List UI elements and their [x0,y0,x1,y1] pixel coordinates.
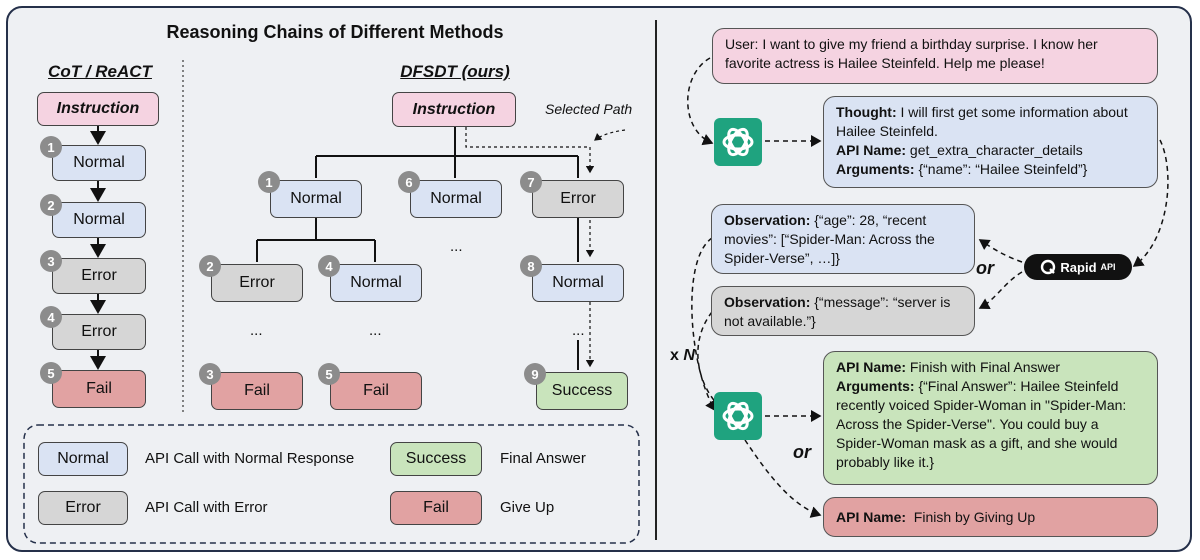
figure-title: Reasoning Chains of Different Methods [166,22,504,42]
api-name-value: get_extra_character_details [906,142,1083,158]
arguments-value: {“name”: “Hailee Steinfeld”} [914,161,1088,177]
node-label: Error [239,274,275,291]
repeat-n: N [683,347,695,364]
observation-value: {“age”: 28, “recent movies”: [“Spider-Ma… [724,212,935,266]
cot-node-1: Normal [52,145,146,181]
step-badge: 5 [40,362,62,384]
api-name-key: API Name: [836,142,907,158]
legend-error-text: API Call with Error [145,499,268,516]
legend-error-box: Error [38,491,128,525]
dfsdt-node-1: Normal [270,180,362,218]
cot-node-2: Normal [52,202,146,238]
selected-path-label: Selected Path [545,101,633,117]
arguments-key: Arguments: [836,161,915,177]
legend-success-text: Final Answer [500,450,586,467]
step-badge: 5 [318,363,340,385]
step-badge: 4 [40,306,62,328]
openai-icon [714,392,762,440]
cot-heading: CoT / ReACT [48,62,152,81]
step-badge: 9 [524,363,546,385]
step-badge: 2 [199,255,221,277]
observation-error-card: Observation: {“message”: “server is not … [711,286,975,336]
api-name-key: API Name: [836,359,907,375]
ellipsis: ... [369,322,382,339]
step-badge: 8 [520,255,542,277]
dfsdt-node-9: Success [536,372,628,410]
step-badge: 3 [40,250,62,272]
dfsdt-node-5: Fail [330,372,422,410]
arguments-value: {“Final Answer”: Hailee Steinfeld recent… [836,378,1127,470]
repeat-x: x [670,347,684,364]
node-label: Fail [244,382,270,399]
step-badge: 6 [398,171,420,193]
step-badge: 7 [520,171,542,193]
step-badge: 4 [318,255,340,277]
legend-normal-box: Normal [38,442,128,476]
thought-value: I will first get some information about … [836,104,1128,139]
step-badge: 1 [40,136,62,158]
thought-key: Thought: [836,104,897,120]
legend-fail-text: Give Up [500,499,555,516]
rapid-suffix: API [1100,262,1116,272]
node-label: Error [81,323,117,340]
give-up-card: API Name: Finish by Giving Up [823,497,1158,537]
node-label: Normal [73,154,125,171]
step-badge: 1 [258,171,280,193]
repeat-label: x N [670,347,695,365]
ellipsis: ... [572,322,585,339]
user-message: User: I want to give my friend a birthda… [725,36,1098,71]
dfsdt-node-4: Normal [330,264,422,302]
legend-normal-text: API Call with Normal Response [145,450,355,467]
step-badge: 2 [40,194,62,216]
dfsdt-heading: DFSDT (ours) [400,62,510,81]
ellipsis: ... [450,238,463,255]
user-message-card: User: I want to give my friend a birthda… [712,28,1158,84]
cot-node-3: Error [52,258,146,294]
legend-fail-box: Fail [390,491,482,525]
arguments-key: Arguments: [836,378,915,394]
dfsdt-node-8: Normal [532,264,624,302]
node-label: Normal [430,190,482,207]
node-label: Fail [86,380,112,397]
api-name-value: Finish by Giving Up [906,508,1036,525]
node-label: Normal [350,274,402,291]
rapid-brand: Rapid [1060,259,1097,275]
api-name-value: Finish with Final Answer [906,359,1061,375]
dfsdt-node-7: Error [532,180,624,218]
observation-key: Observation: [724,212,811,228]
ellipsis: ... [250,322,263,339]
dfsdt-node-6: Normal [410,180,502,218]
observation-success-card: Observation: {“age”: 28, “recent movies”… [711,204,975,274]
dfsdt-instruction-node: Instruction [392,92,516,127]
dfsdt-node-3: Fail [211,372,303,410]
node-label: Normal [290,190,342,207]
observation-value: {“message”: “server is not available.”} [724,294,951,329]
node-label: Error [81,267,117,284]
node-label: Fail [363,382,389,399]
final-answer-card: API Name: Finish with Final Answer Argum… [823,351,1158,485]
node-label: Error [560,190,596,207]
panel-divider [655,20,657,540]
cot-instruction-node: Instruction [37,92,159,126]
thought-card: Thought: I will first get some informati… [823,96,1158,188]
cot-node-4: Error [52,314,146,350]
step-badge: 3 [199,363,221,385]
cot-node-5: Fail [52,370,146,408]
or-label: or [976,258,994,278]
node-label: Normal [552,274,604,291]
observation-key: Observation: [724,294,811,310]
node-label: Normal [73,211,125,228]
node-label: Success [551,382,613,399]
openai-icon [714,118,762,166]
legend-success-box: Success [390,442,482,476]
dfsdt-node-2: Error [211,264,303,302]
or-label: or [793,442,811,462]
api-name-key: API Name: [836,508,907,525]
